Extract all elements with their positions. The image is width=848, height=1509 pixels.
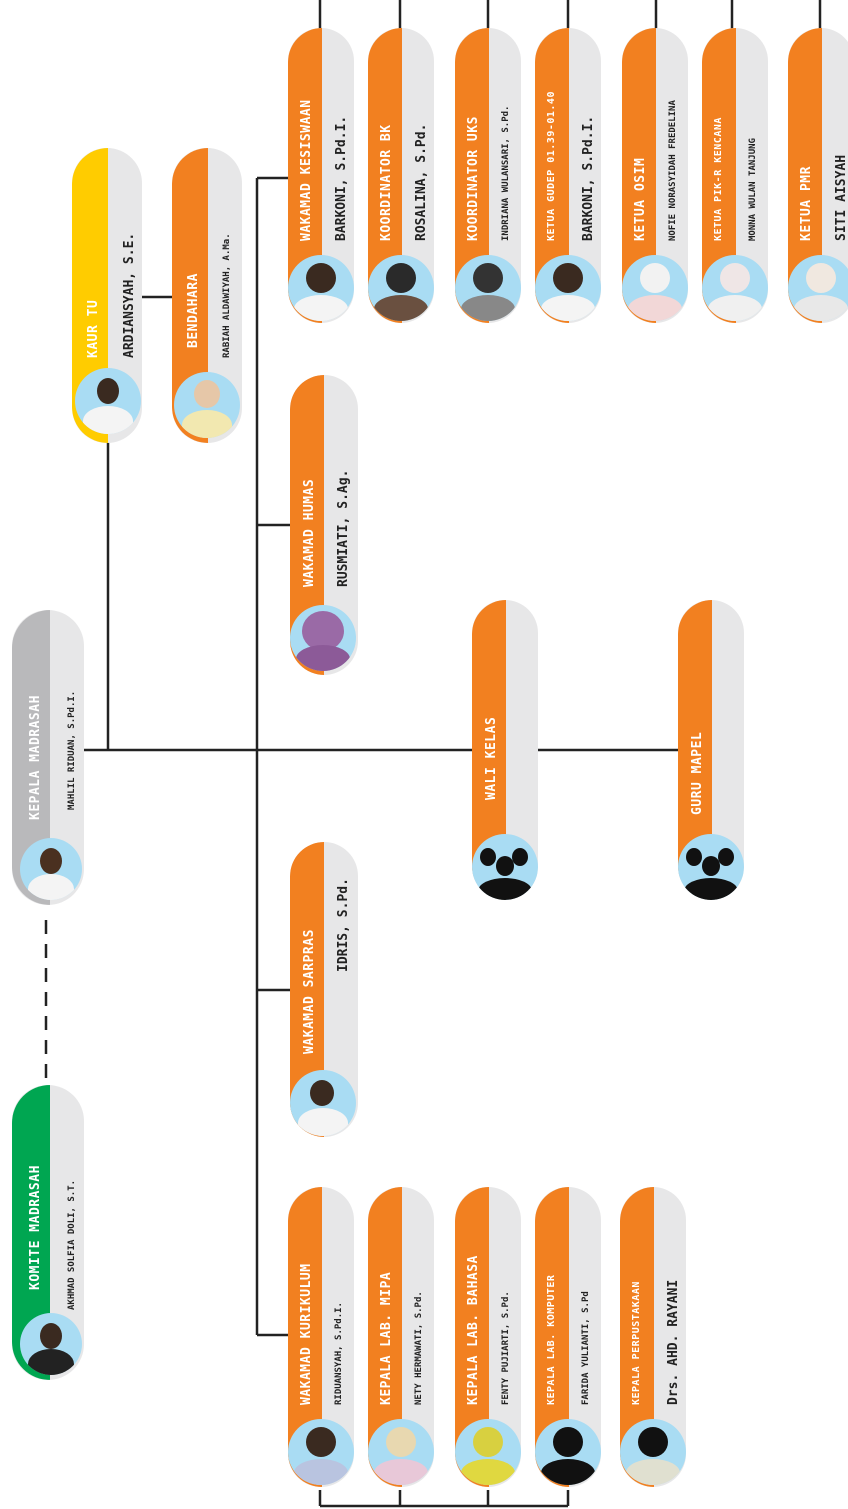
kesiswaan-title: KOORDINATOR BK xyxy=(379,124,394,241)
kesiswaan-title: KETUA PIK-R KENCANA xyxy=(713,117,724,241)
sarpras-card: WAKAMAD SARPRAS IDRIS, S.Pd. xyxy=(290,842,358,1137)
kesiswaan-card: KETUA GUDEP 01.39-01.40 BARKONI, S.Pd.I. xyxy=(535,28,601,323)
avatar xyxy=(174,372,240,438)
kurikulum-name: RIDUANSYAH, S.Pd.I. xyxy=(334,1302,344,1405)
kurikulum-card: KEPALA LAB. BAHASA FENTY PUJIARTI, S.Pd. xyxy=(455,1187,521,1487)
sarpras-name: IDRIS, S.Pd. xyxy=(336,878,351,972)
kesiswaan-name: MONNA WULAN TANJUNG xyxy=(748,138,758,241)
kaur-title: KAUR TU xyxy=(86,299,101,358)
group-avatar xyxy=(678,834,744,900)
avatar xyxy=(290,1070,356,1136)
kesiswaan-title: KOORDINATOR UKS xyxy=(466,116,481,241)
avatar xyxy=(455,255,521,321)
kurikulum-card: KEPALA PERPUSTAKAAN Drs. AHD. RAYANI xyxy=(620,1187,686,1487)
kesiswaan-card: KETUA PIK-R KENCANA MONNA WULAN TANJUNG xyxy=(702,28,768,323)
kaur-name: ARDIANSYAH, S.E. xyxy=(122,232,137,358)
bendahara-card: BENDAHARA RABIAH ALDAWIYAH, A.Ma. xyxy=(172,148,242,443)
kurikulum-title: KEPALA LAB. KOMPUTER xyxy=(546,1274,557,1405)
kurikulum-title: WAKAMAD KURIKULUM xyxy=(299,1263,314,1405)
avatar xyxy=(368,1419,434,1485)
kesiswaan-card: KETUA PMR SITI AISYAH xyxy=(788,28,848,323)
kesiswaan-card: KOORDINATOR UKS INDRIANA WULANSARI, S.Pd. xyxy=(455,28,521,323)
kaur-card: KAUR TU ARDIANSYAH, S.E. xyxy=(72,148,142,443)
group-avatar xyxy=(472,834,538,900)
kurikulum-title: KEPALA PERPUSTAKAAN xyxy=(631,1281,642,1405)
kesiswaan-card: KETUA OSIM NOFIE NORASYIDAH FREDELINA xyxy=(622,28,688,323)
kesiswaan-title: WAKAMAD KESISWAAN xyxy=(299,99,314,241)
avatar xyxy=(75,368,141,434)
komite-name: AKHMAD SOLFIA DOLI, S.T. xyxy=(67,1179,77,1310)
kurikulum-name: NETY HERMAWATI, S.Pd. xyxy=(414,1291,424,1405)
avatar xyxy=(368,255,434,321)
guru-title: GURU MAPEL xyxy=(690,731,705,815)
kesiswaan-card: WAKAMAD KESISWAAN BARKONI, S.Pd.I. xyxy=(288,28,354,323)
kesiswaan-name: BARKONI, S.Pd.I. xyxy=(334,115,349,241)
kepala-name: MAHLIL RIDUAN, S.Pd.I. xyxy=(67,690,77,810)
komite-title: KOMITE MADRASAH xyxy=(28,1165,43,1290)
humas-card: WAKAMAD HUMAS RUSMIATI, S.Ag. xyxy=(290,375,358,675)
kurikulum-name: FARIDA YULIANTI, S.Pd xyxy=(581,1291,591,1405)
kesiswaan-title: KETUA OSIM xyxy=(633,157,648,241)
kepala-card: KEPALA MADRASAH MAHLIL RIDUAN, S.Pd.I. xyxy=(12,610,84,905)
avatar xyxy=(455,1419,521,1485)
avatar xyxy=(788,255,848,321)
humas-title: WAKAMAD HUMAS xyxy=(302,478,317,587)
avatar xyxy=(20,838,82,900)
wali-title: WALI KELAS xyxy=(484,716,499,800)
kesiswaan-title: KETUA GUDEP 01.39-01.40 xyxy=(546,91,557,241)
kesiswaan-name: INDRIANA WULANSARI, S.Pd. xyxy=(501,105,511,241)
kepala-title: KEPALA MADRASAH xyxy=(28,695,43,820)
avatar xyxy=(535,1419,601,1485)
humas-name: RUSMIATI, S.Ag. xyxy=(336,469,351,587)
avatar xyxy=(622,255,688,321)
wali-card: WALI KELAS xyxy=(472,600,538,900)
kurikulum-title: KEPALA LAB. BAHASA xyxy=(466,1255,481,1405)
avatar xyxy=(290,605,356,671)
avatar xyxy=(20,1313,82,1375)
kurikulum-title: KEPALA LAB. MIPA xyxy=(379,1271,394,1405)
kurikulum-card: WAKAMAD KURIKULUM RIDUANSYAH, S.Pd.I. xyxy=(288,1187,354,1487)
kurikulum-name: FENTY PUJIARTI, S.Pd. xyxy=(501,1291,511,1405)
avatar xyxy=(535,255,601,321)
kurikulum-card: KEPALA LAB. MIPA NETY HERMAWATI, S.Pd. xyxy=(368,1187,434,1487)
kurikulum-card: KEPALA LAB. KOMPUTER FARIDA YULIANTI, S.P… xyxy=(535,1187,601,1487)
sarpras-title: WAKAMAD SARPRAS xyxy=(302,929,317,1054)
avatar xyxy=(620,1419,686,1485)
kesiswaan-title: KETUA PMR xyxy=(799,166,814,241)
kesiswaan-name: NOFIE NORASYIDAH FREDELINA xyxy=(668,100,678,241)
guru-card: GURU MAPEL xyxy=(678,600,744,900)
bendahara-title: BENDAHARA xyxy=(186,273,201,348)
kesiswaan-name: ROSALINA, S.Pd. xyxy=(414,123,429,241)
avatar xyxy=(288,1419,354,1485)
kesiswaan-card: KOORDINATOR BK ROSALINA, S.Pd. xyxy=(368,28,434,323)
kurikulum-name: Drs. AHD. RAYANI xyxy=(666,1279,681,1405)
avatar xyxy=(288,255,354,321)
kesiswaan-name: BARKONI, S.Pd.I. xyxy=(581,115,596,241)
avatar xyxy=(702,255,768,321)
kesiswaan-name: SITI AISYAH xyxy=(834,154,848,241)
bendahara-name: RABIAH ALDAWIYAH, A.Ma. xyxy=(222,233,232,358)
komite-card: KOMITE MADRASAH AKHMAD SOLFIA DOLI, S.T. xyxy=(12,1085,84,1380)
